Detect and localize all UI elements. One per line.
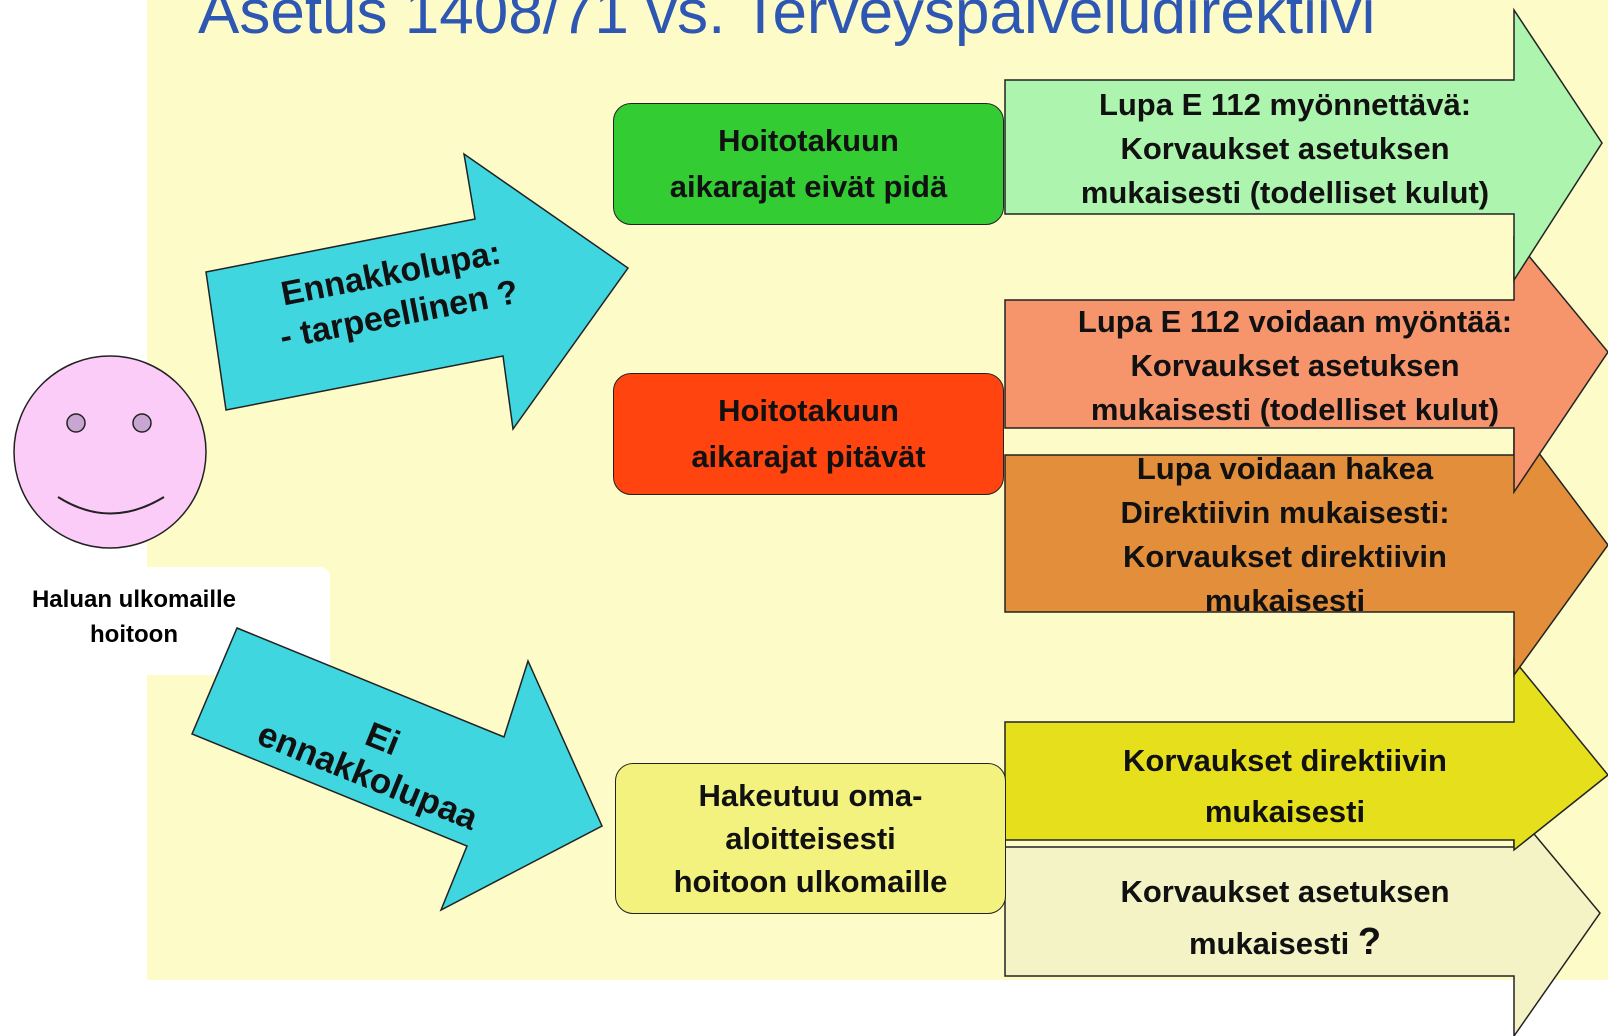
outcome-line: Lupa E 112 voidaan myöntää:: [1077, 304, 1513, 339]
outcome-line: Korvaukset asetuksen: [1120, 131, 1450, 166]
arrow-ei-ennakkolupaa: [191, 627, 603, 912]
outcome-line: Lupa voidaan hakea: [1136, 451, 1434, 486]
outcome-line: Direktiivin mukaisesti:: [1120, 495, 1450, 530]
outcome-text-korvaukset-direktiivi: Korvaukset direktiivin mukaisesti: [1015, 735, 1555, 837]
person-caption-line: Haluan ulkomaille: [31, 586, 237, 613]
box-line: Hoitotakuun: [718, 393, 899, 428]
outcome-line-text: mukaisesti: [1188, 926, 1350, 961]
outcome-line: mukaisesti (todelliset kulut): [1080, 175, 1490, 210]
box-line: aikarajat eivät pidä: [669, 169, 948, 204]
outcome-text-lupa-hakea-direktiivi: Lupa voidaan hakea Direktiivin mukaisest…: [1015, 447, 1555, 623]
arrow-ennakkolupa: [205, 152, 630, 431]
slide-title: Asetus 1408/71 vs. Terveyspalveludirekti…: [198, 0, 1376, 47]
box-line: aloitteisesti: [725, 821, 896, 856]
outcome-text-korvaukset-asetus: Korvaukset asetuksen mukaisesti ?: [1015, 866, 1555, 969]
box-hoitotakuu-pitavat: Hoitotakuun aikarajat pitävät: [613, 373, 1004, 495]
smiley-face-icon: [13, 355, 207, 549]
outcome-line: Korvaukset asetuksen: [1130, 348, 1460, 383]
box-line: Hoitotakuun: [718, 123, 899, 158]
outcome-arrow-lupa-myonnettava: [1004, 7, 1603, 283]
outcome-line: Lupa E 112 myönnettävä:: [1098, 87, 1472, 122]
person-caption: Haluan ulkomaille hoitoon: [0, 582, 268, 652]
outcome-line: mukaisesti (todelliset kulut): [1090, 392, 1500, 427]
outcome-arrow-lupa-voidaan-myontaa: [1004, 235, 1608, 495]
person-caption-line: hoitoon: [90, 621, 178, 648]
box-hoitotakuu-ei-pida: Hoitotakuun aikarajat eivät pidä: [613, 103, 1004, 225]
outcome-line: Korvaukset asetuksen: [1120, 874, 1450, 909]
outcome-line: mukaisesti: [1204, 794, 1366, 829]
outcome-arrow-korvaukset-direktiivi: [1004, 657, 1608, 852]
outcome-line: Korvaukset direktiivin: [1123, 539, 1447, 574]
outcome-line: mukaisesti ?: [1015, 917, 1555, 969]
outcome-line: Korvaukset direktiivin: [1123, 743, 1447, 778]
box-line: aikarajat pitävät: [691, 439, 926, 474]
question-mark: ?: [1357, 921, 1382, 963]
outcome-line: mukaisesti: [1204, 583, 1366, 618]
box-line: hoitoon ulkomaille: [673, 864, 948, 899]
outcome-text-lupa-myonnettava: Lupa E 112 myönnettävä: Korvaukset asetu…: [1015, 83, 1555, 215]
outcome-text-lupa-voidaan-myontaa: Lupa E 112 voidaan myöntää: Korvaukset a…: [1015, 300, 1575, 432]
box-line: Hakeutuu oma-: [698, 778, 923, 813]
box-hakeutuu: Hakeutuu oma- aloitteisesti hoitoon ulko…: [615, 763, 1006, 914]
